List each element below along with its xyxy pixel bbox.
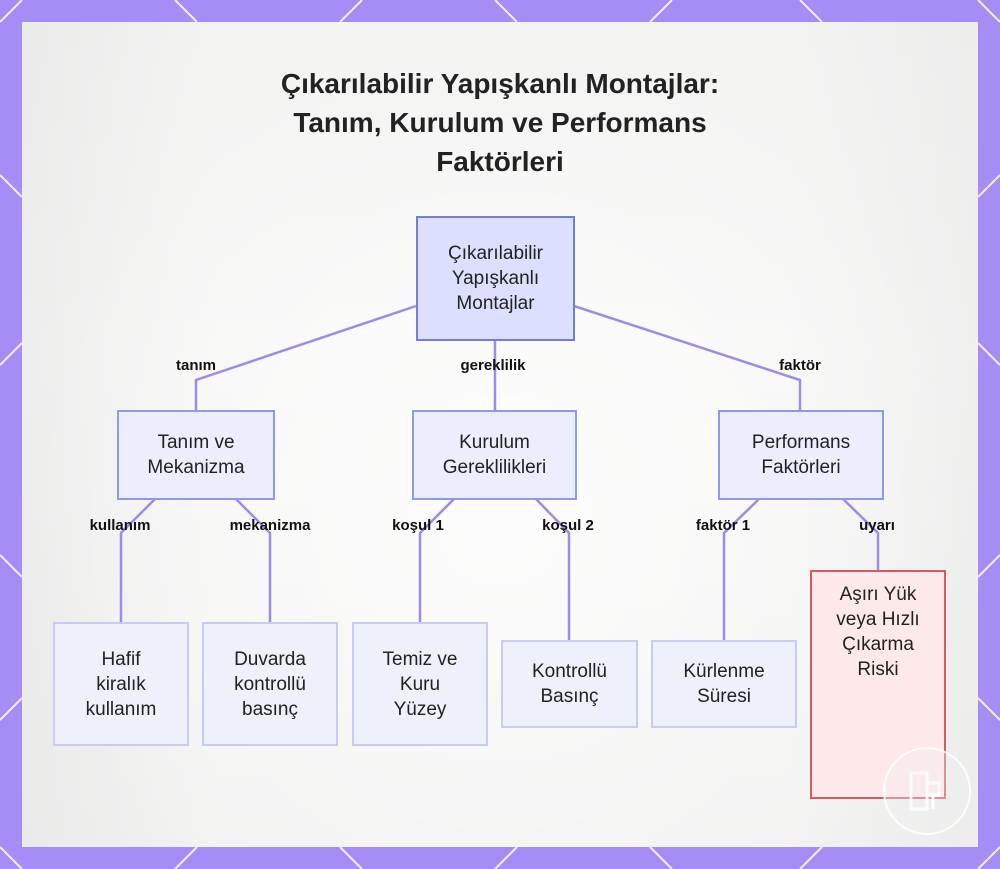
edge-root-definition [194, 304, 417, 410]
node-text: Temiz ve [382, 648, 458, 670]
title-line-1: Çıkarılabilir Yapışkanlı Montajlar: [280, 68, 720, 99]
node-wall-pressure: Duvarda kontrollü basınç [202, 622, 338, 746]
edge-label-mekanizma: mekanizma [229, 517, 311, 534]
edge-label-gereklilik: gereklilik [460, 357, 526, 374]
edge-performance-overload-risk [842, 498, 880, 570]
node-text: Kuru [399, 673, 441, 695]
edge-label-tanim: tanım [175, 357, 217, 374]
edge-definition-light-rental [119, 498, 156, 622]
node-text: Duvarda [234, 648, 306, 670]
edge-label-kosul-1: koşul 1 [392, 517, 444, 534]
diagram-title: Çıkarılabilir Yapışkanlı Montajlar: Tanı… [200, 64, 800, 181]
node-text: Kurulum [459, 432, 530, 453]
edge-installation-clean-surface [418, 498, 455, 622]
edge-label-faktor: faktör [779, 357, 821, 374]
node-light-rental-use: Hafif kiralık kullanım [53, 622, 189, 746]
node-text: basınç [242, 698, 298, 720]
node-text: Montajlar [456, 293, 535, 314]
node-text: Yüzey [393, 698, 447, 720]
edge-root-performance [573, 304, 802, 410]
node-text: veya Hızlı [836, 609, 920, 630]
node-text: Kürlenme [683, 661, 765, 682]
node-root: Çıkarılabilir Yapışkanlı Montajlar [416, 216, 575, 341]
node-clean-dry-surface: Temiz ve Kuru Yüzey [352, 622, 488, 746]
node-text: Çıkarılabilir [447, 243, 544, 264]
node-controlled-pressure: Kontrollü Basınç [501, 640, 638, 728]
node-text: Kontrollü [532, 661, 607, 682]
node-text: Aşırı Yük [839, 584, 917, 605]
edge-label-uyari: uyarı [859, 517, 895, 534]
node-text: Gereklilikleri [442, 457, 547, 478]
node-text: Yapışkanlı [451, 268, 540, 289]
edge-definition-wall-pressure [235, 498, 272, 622]
node-installation: Kurulum Gereklilikleri [412, 410, 577, 500]
node-text: Basınç [540, 686, 599, 707]
node-text: Faktörleri [761, 457, 841, 478]
node-text: Tanım ve [157, 432, 235, 453]
node-text: Mekanizma [147, 457, 245, 478]
node-text: Riski [857, 659, 899, 680]
edge-installation-controlled-pressure [535, 498, 571, 640]
node-text: kullanım [85, 698, 157, 720]
node-text: kiralık [96, 673, 146, 695]
node-text: Performans [751, 432, 851, 453]
node-text: kontrollü [234, 673, 306, 695]
title-line-2: Tanım, Kurulum ve Performans [293, 107, 707, 138]
node-performance: Performans Faktörleri [718, 410, 884, 500]
edge-performance-curing-time [722, 498, 760, 640]
node-text: Süresi [697, 686, 751, 707]
edge-label-kullanim: kullanım [89, 517, 151, 534]
edge-label-kosul-2: koşul 2 [542, 517, 594, 534]
title-line-3: Faktörleri [436, 146, 564, 177]
node-text: Hafif [101, 648, 141, 670]
node-definition: Tanım ve Mekanizma [117, 410, 275, 500]
node-curing-time: Kürlenme Süresi [651, 640, 797, 728]
edge-label-faktor-1: faktör 1 [695, 517, 751, 534]
logo-icon [883, 747, 971, 835]
node-text: Çıkarma [842, 634, 914, 655]
node-overload-risk: Aşırı Yük veya Hızlı Çıkarma Riski [810, 570, 946, 799]
